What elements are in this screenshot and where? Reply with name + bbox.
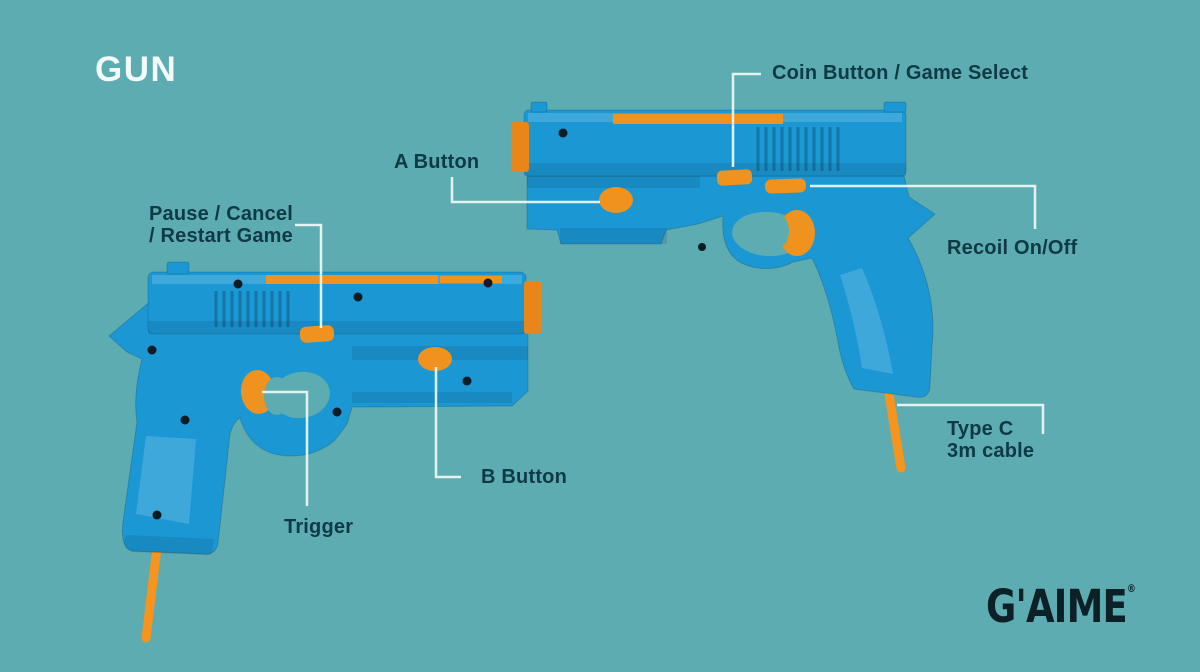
label-pause-line1: Pause / Cancel bbox=[149, 203, 293, 225]
left-gun-grip-base bbox=[124, 535, 214, 556]
callout-connectors bbox=[262, 72, 1045, 506]
right-gun-trigger-cutout bbox=[765, 214, 789, 248]
left-gun-cable bbox=[141, 543, 162, 643]
label-type-c-cable: Type C 3m cable bbox=[947, 418, 1034, 462]
left-gun-muzzle bbox=[524, 281, 542, 334]
label-coin-button-game-select: Coin Button / Game Select bbox=[772, 62, 1029, 84]
left-gun-rear-sight bbox=[166, 261, 190, 275]
label-pause-cancel-restart: Pause / Cancel / Restart Game bbox=[149, 203, 293, 247]
left-gun-screws bbox=[147, 278, 493, 520]
right-gun-top-stripe bbox=[613, 114, 783, 124]
right-gun-cable bbox=[883, 383, 906, 473]
left-gun-slide-serrations bbox=[214, 291, 290, 327]
coin-button-connector bbox=[731, 72, 761, 167]
left-gun-trigger-cutout bbox=[264, 377, 290, 415]
a-button-connector bbox=[450, 177, 600, 204]
recoil-button-connector bbox=[810, 184, 1037, 229]
right-gun-rail-groove bbox=[527, 176, 700, 188]
right-gun-coin-button bbox=[716, 169, 753, 186]
left-gun-grip-highlight bbox=[136, 436, 196, 524]
right-gun-housing-shadow bbox=[560, 228, 667, 244]
label-b-button: B Button bbox=[481, 466, 568, 488]
page-title: GUN bbox=[95, 50, 178, 89]
brand-logo-text: G'AIME bbox=[986, 580, 1128, 633]
label-trigger: Trigger bbox=[284, 516, 354, 538]
left-gun-slide-shadow bbox=[148, 321, 526, 334]
left-gun-pause-button bbox=[299, 325, 335, 343]
pause-button-connector bbox=[295, 223, 323, 328]
right-gun-muzzle bbox=[511, 122, 529, 172]
right-gun-slide-serrations bbox=[756, 127, 840, 171]
right-gun-frame bbox=[526, 175, 936, 398]
right-gun-screws bbox=[558, 128, 706, 251]
left-gun bbox=[108, 261, 542, 643]
left-gun-b-button bbox=[418, 347, 452, 371]
right-gun-trigger bbox=[779, 210, 815, 256]
right-gun-front-sight bbox=[530, 101, 548, 113]
label-cable-line2: 3m cable bbox=[947, 440, 1035, 462]
label-cable-line1: Type C bbox=[947, 418, 1014, 440]
right-gun-recoil-button bbox=[764, 178, 807, 194]
right-gun-slide-shadow bbox=[524, 163, 906, 176]
cable-connector bbox=[897, 403, 1045, 434]
b-button-connector bbox=[434, 367, 461, 479]
label-a-button: A Button bbox=[394, 151, 480, 173]
registered-trademark-icon: ® bbox=[1126, 582, 1136, 595]
left-gun-housing-shadow bbox=[352, 392, 512, 403]
left-gun-top-stripe-front bbox=[440, 276, 502, 283]
trigger-connector bbox=[262, 390, 309, 506]
right-gun bbox=[511, 101, 936, 473]
label-pause-line2: / Restart Game bbox=[149, 225, 293, 247]
right-gun-grip-highlight bbox=[840, 268, 893, 374]
left-gun-top-stripe bbox=[266, 275, 438, 284]
brand-logo: G'AIME® bbox=[986, 583, 1136, 629]
right-gun-a-button bbox=[599, 187, 633, 213]
label-recoil-on-off: Recoil On/Off bbox=[947, 237, 1078, 259]
right-gun-rear-sight bbox=[883, 101, 907, 113]
